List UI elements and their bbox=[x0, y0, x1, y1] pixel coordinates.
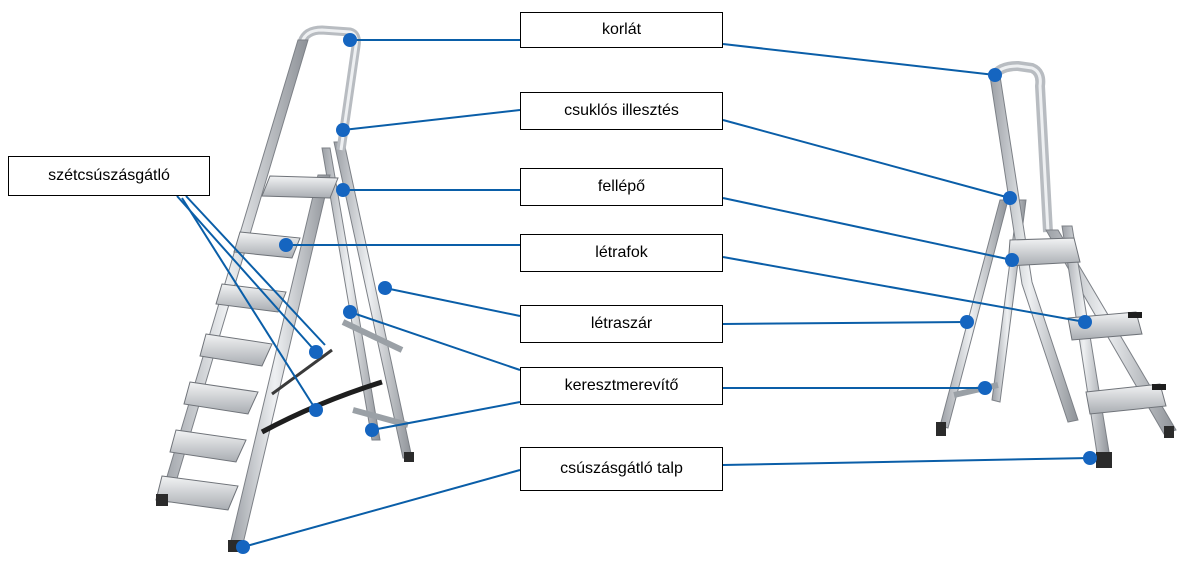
leader-korlat-right bbox=[722, 43, 996, 76]
dot-fellepo-left bbox=[336, 183, 350, 197]
dot-szetcsuszas-b bbox=[309, 403, 323, 417]
right-ladder-illustration bbox=[936, 61, 1177, 468]
label-csuklos-illesztes: csuklós illesztés bbox=[520, 92, 723, 130]
left-step-6 bbox=[155, 475, 239, 511]
dot-letrafok-left bbox=[279, 238, 293, 252]
left-top-step bbox=[261, 175, 339, 199]
label-letrafok: létrafok bbox=[520, 234, 723, 272]
dot-talp-right bbox=[1083, 451, 1097, 465]
leader-csuklos-right bbox=[722, 119, 1011, 199]
label-letraszar: létraszár bbox=[520, 305, 723, 343]
left-ladder-illustration bbox=[155, 25, 414, 552]
left-rear-leg-inner bbox=[321, 147, 381, 441]
dot-keresztmerevito-left-b bbox=[365, 423, 379, 437]
dot-csuklos-right bbox=[1003, 191, 1017, 205]
dot-korlat-right bbox=[988, 68, 1002, 82]
dot-keresztmerevito-right bbox=[978, 381, 992, 395]
left-rear-brace-low bbox=[352, 407, 409, 428]
leader-letrafok-right bbox=[722, 256, 1086, 323]
label-fellepo: fellépő bbox=[520, 168, 723, 206]
dot-korlat-left bbox=[343, 33, 357, 47]
right-step-2 bbox=[1085, 383, 1167, 415]
leader-lines bbox=[176, 39, 1091, 548]
leader-talp-left bbox=[242, 469, 521, 548]
right-foot-2 bbox=[1164, 426, 1174, 438]
dot-letraszar-left bbox=[378, 281, 392, 295]
leader-fellepo-right bbox=[722, 197, 1013, 261]
left-rear-brace bbox=[341, 319, 404, 353]
left-step-3 bbox=[199, 333, 273, 367]
leader-csuklos-left bbox=[342, 109, 521, 131]
left-step-4 bbox=[183, 381, 259, 415]
left-foot-3 bbox=[404, 452, 414, 462]
label-szetcsuszasgatlo: szétcsúszásgátló bbox=[8, 156, 210, 196]
marker-dots bbox=[236, 33, 1097, 554]
leader-keresztmerevito-left-b bbox=[371, 401, 521, 431]
leader-szetcsuszas-c bbox=[181, 197, 317, 411]
dot-letraszar-right bbox=[960, 315, 974, 329]
leader-szetcsuszas-a bbox=[176, 195, 317, 353]
dot-fellepo-right bbox=[1005, 253, 1019, 267]
right-top-step bbox=[1007, 237, 1081, 267]
leader-talp-right bbox=[722, 457, 1091, 466]
dot-letrafok-right bbox=[1078, 315, 1092, 329]
dot-keresztmerevito-left-a bbox=[343, 305, 357, 319]
dot-szetcsuszas-a bbox=[309, 345, 323, 359]
label-korlat: korlát bbox=[520, 12, 723, 48]
dot-talp-left bbox=[236, 540, 250, 554]
leader-letraszar-left bbox=[384, 287, 521, 317]
label-csuszasgatlo-talp: csúszásgátló talp bbox=[520, 447, 723, 491]
left-step-5 bbox=[169, 429, 247, 463]
leader-letraszar-right bbox=[722, 321, 968, 325]
leader-keresztmerevito-left-a bbox=[349, 311, 521, 371]
leader-szetcsuszas-b bbox=[185, 195, 326, 346]
left-step-2 bbox=[215, 283, 287, 313]
right-foot-3 bbox=[1096, 452, 1112, 468]
dot-csuklos-left bbox=[336, 123, 350, 137]
label-keresztmerevito: keresztmerevítő bbox=[520, 367, 723, 405]
right-foot-1 bbox=[936, 422, 946, 436]
left-foot-1 bbox=[156, 494, 168, 506]
